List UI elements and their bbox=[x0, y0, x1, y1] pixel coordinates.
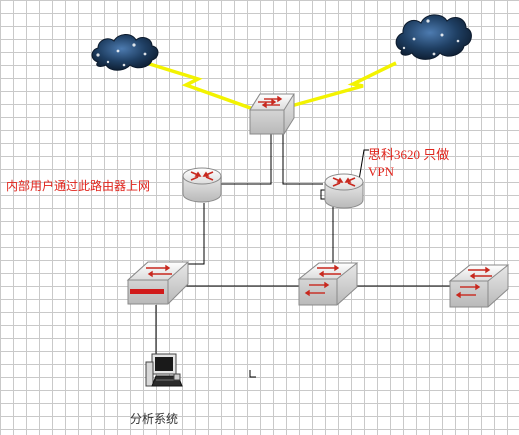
link-core-to-router-left bbox=[221, 130, 272, 185]
cisco-vpn-label: 思科3620 只做 VPN bbox=[368, 146, 449, 180]
router-icon bbox=[324, 173, 364, 209]
wan-link-right bbox=[290, 61, 397, 108]
cloud-icon bbox=[91, 34, 159, 71]
router-icon bbox=[182, 167, 222, 203]
workstation-icon bbox=[145, 353, 183, 387]
link-vpn-to-label bbox=[358, 149, 369, 181]
inner-users-label: 内部用户通过此路由器上网 bbox=[6, 179, 151, 193]
analysis-system-label: 分析系统 bbox=[130, 412, 179, 426]
cloud-icon bbox=[395, 14, 472, 60]
switch-icon bbox=[448, 264, 510, 308]
link-vpn-router-port bbox=[320, 189, 327, 200]
connection-lines bbox=[155, 130, 452, 378]
link-core-to-vpn-router bbox=[282, 130, 323, 185]
cisco-label-line1: 思科3620 只做 bbox=[368, 147, 450, 162]
wan-link-left bbox=[139, 59, 257, 112]
switch-icon bbox=[297, 262, 359, 306]
cisco-label-line2: VPN bbox=[368, 164, 395, 179]
link-router-left-to-switch-left bbox=[184, 203, 205, 265]
text-cursor-mark bbox=[249, 370, 256, 378]
switch-icon bbox=[126, 261, 190, 305]
switch-icon bbox=[249, 93, 295, 135]
